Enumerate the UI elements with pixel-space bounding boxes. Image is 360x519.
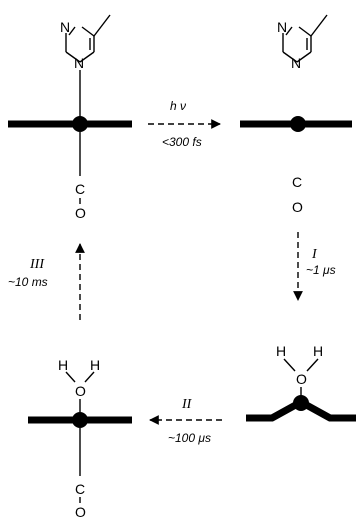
atom-n-upper-right: N <box>277 19 287 35</box>
iron-atom-right <box>290 116 306 132</box>
complex-top-right: N N C O <box>240 14 352 215</box>
atom-o-bottom-left: O <box>75 504 86 519</box>
complex-bottom-right: H H O <box>246 343 356 422</box>
photolysis-time: <300 fs <box>162 135 202 149</box>
atom-c-bottom-left: C <box>75 481 85 497</box>
step-III-time: ~10 ms <box>8 275 48 289</box>
imidazole-ring-left <box>65 14 111 63</box>
atom-o-right: O <box>292 199 303 215</box>
complex-bottom-left: H H O C O <box>28 357 132 519</box>
atom-o-water-right: O <box>296 371 307 387</box>
atom-n-upper-left: N <box>60 19 70 35</box>
step-II-time: ~100 μs <box>168 431 211 445</box>
atom-h2-right: H <box>313 343 323 359</box>
arrow-step-II: II ~100 μs <box>149 397 222 445</box>
arrow-step-I: I ~1 μs <box>293 232 336 301</box>
atom-c-left: C <box>75 181 85 197</box>
atom-h2-left: H <box>90 357 100 373</box>
complex-top-left: N N C O <box>8 14 132 221</box>
iron-atom-left <box>72 116 88 132</box>
atom-h1-left: H <box>58 357 68 373</box>
atom-n-lower-right: N <box>291 55 301 71</box>
iron-atom-bottom-left <box>72 412 88 428</box>
step-II-label: II <box>181 397 193 412</box>
atom-o-water-left: O <box>75 383 86 399</box>
step-III-label: III <box>29 257 45 272</box>
iron-atom-domed <box>293 395 309 411</box>
step-I-label: I <box>311 247 318 262</box>
step-I-time: ~1 μs <box>306 263 336 277</box>
atom-c-right: C <box>292 174 302 190</box>
atom-n-lower-left: N <box>74 55 84 71</box>
photolysis-label: h ν <box>170 99 186 113</box>
arrow-photolysis: h ν <300 fs <box>148 99 221 149</box>
atom-o-left: O <box>75 205 86 221</box>
atom-h1-right: H <box>276 343 286 359</box>
arrow-step-III: III ~10 ms <box>8 243 85 320</box>
imidazole-ring-right <box>282 14 328 63</box>
